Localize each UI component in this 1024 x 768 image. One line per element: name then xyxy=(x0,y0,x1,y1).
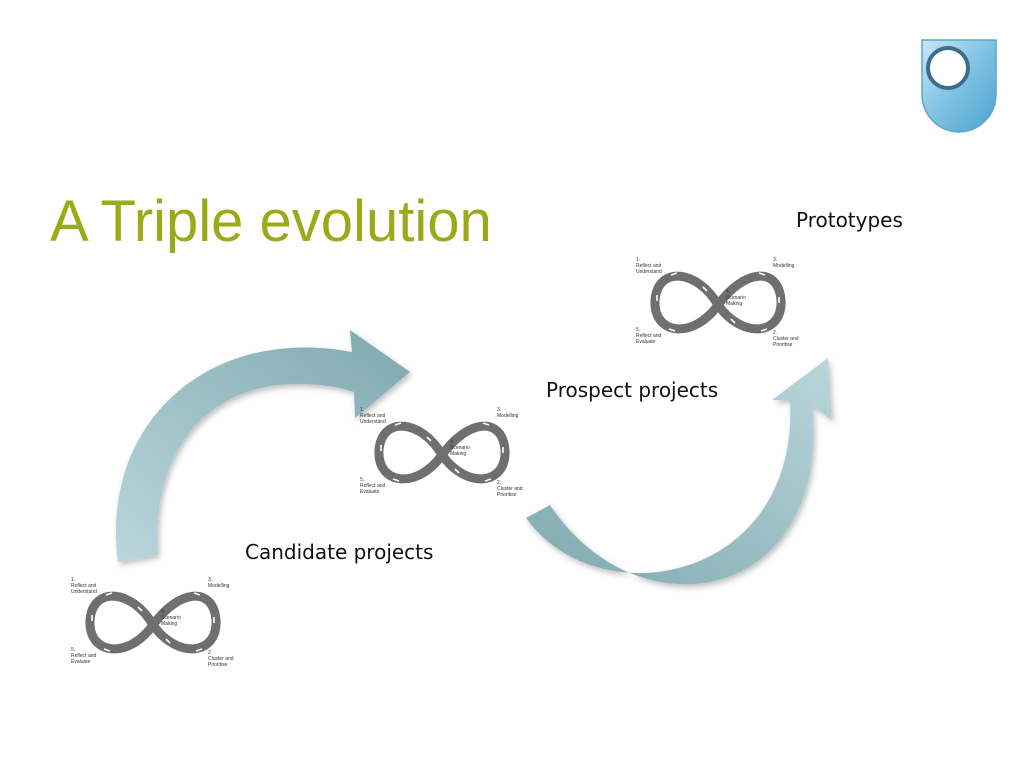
loop-step-2: 2. Cluster and Prioritise xyxy=(497,480,537,498)
step-number: 3. xyxy=(208,577,213,583)
step-text: Prioritise xyxy=(497,492,517,498)
loop-step-4: 4. Scenario Making xyxy=(161,609,201,627)
step-text: Modelling xyxy=(773,263,795,269)
step-text: Evaluate xyxy=(71,659,91,665)
step-text: Cluster and xyxy=(773,336,799,342)
step-text: Cluster and xyxy=(208,656,234,662)
step-text: Reflect and xyxy=(636,263,662,269)
step-number: 1. xyxy=(636,257,641,263)
loop-step-2: 2. Cluster and Prioritise xyxy=(208,650,248,668)
step-text: Prioritise xyxy=(773,342,793,348)
step-number: 2. xyxy=(208,650,213,656)
slide-title: A Triple evolution xyxy=(50,189,492,254)
step-text: Making xyxy=(450,451,467,457)
university-logo-icon xyxy=(921,39,997,133)
step-number: 4. xyxy=(161,609,166,615)
step-number: 2. xyxy=(773,330,778,336)
loop-step-3: 3. Modelling xyxy=(773,257,813,269)
step-text: Modelling xyxy=(497,413,519,419)
step-text: Scenario xyxy=(726,295,746,301)
step-number: 4. xyxy=(726,289,731,295)
step-text: Understand xyxy=(360,419,386,425)
step-text: Understand xyxy=(636,269,662,275)
loop-step-1: 1. Reflect and Understand xyxy=(71,577,111,595)
step-text: Understand xyxy=(71,589,97,595)
step-number: 4. xyxy=(450,439,455,445)
step-text: Prioritise xyxy=(208,662,228,668)
step-text: Making xyxy=(161,621,178,627)
loop-step-5: 5. Reflect and Evaluate xyxy=(636,327,676,345)
step-text: Making xyxy=(726,301,743,307)
loop-step-2: 2. Cluster and Prioritise xyxy=(773,330,813,348)
infinity-loop-prospect: 1. Reflect and Understand 3. Modelling 4… xyxy=(357,405,527,515)
step-text: Evaluate xyxy=(636,339,656,345)
step-number: 3. xyxy=(773,257,778,263)
step-text: Reflect and xyxy=(360,483,386,489)
loop-step-4: 4. Scenario Making xyxy=(726,289,766,307)
loop-step-3: 3. Modelling xyxy=(208,577,248,589)
infinity-loop-candidate: 1. Reflect and Understand 3. Modelling 4… xyxy=(68,575,238,685)
step-text: Cluster and xyxy=(497,486,523,492)
arrow-candidate-to-prospect xyxy=(115,330,410,562)
step-number: 1. xyxy=(360,407,365,413)
loop-step-1: 1. Reflect and Understand xyxy=(360,407,400,425)
infinity-loop-icon xyxy=(374,421,510,484)
loop-step-5: 5. Reflect and Evaluate xyxy=(71,647,111,665)
loop-step-1: 1. Reflect and Understand xyxy=(636,257,676,275)
arrow-prospect-to-prototypes xyxy=(526,358,832,585)
step-text: Reflect and xyxy=(71,583,97,589)
step-text: Scenario xyxy=(450,445,470,451)
step-text: Scenario xyxy=(161,615,181,621)
step-number: 2. xyxy=(497,480,502,486)
infinity-loop-icon xyxy=(650,271,786,334)
stage-label-candidate: Candidate projects xyxy=(245,540,434,564)
loop-step-4: 4. Scenario Making xyxy=(450,439,490,457)
loop-step-5: 5. Reflect and Evaluate xyxy=(360,477,400,495)
step-number: 5. xyxy=(71,647,76,653)
step-text: Evaluate xyxy=(360,489,380,495)
step-text: Modelling xyxy=(208,583,230,589)
step-number: 1. xyxy=(71,577,76,583)
step-text: Reflect and xyxy=(360,413,386,419)
infinity-loop-icon xyxy=(85,591,221,654)
step-text: Reflect and xyxy=(636,333,662,339)
step-number: 5. xyxy=(360,477,365,483)
step-number: 3. xyxy=(497,407,502,413)
stage-label-prospect: Prospect projects xyxy=(546,378,719,402)
step-text: Reflect and xyxy=(71,653,97,659)
infinity-loop-prototypes: 1. Reflect and Understand 3. Modelling 4… xyxy=(633,255,803,365)
step-number: 5. xyxy=(636,327,641,333)
stage-label-prototypes: Prototypes xyxy=(796,208,903,232)
loop-step-3: 3. Modelling xyxy=(497,407,537,419)
